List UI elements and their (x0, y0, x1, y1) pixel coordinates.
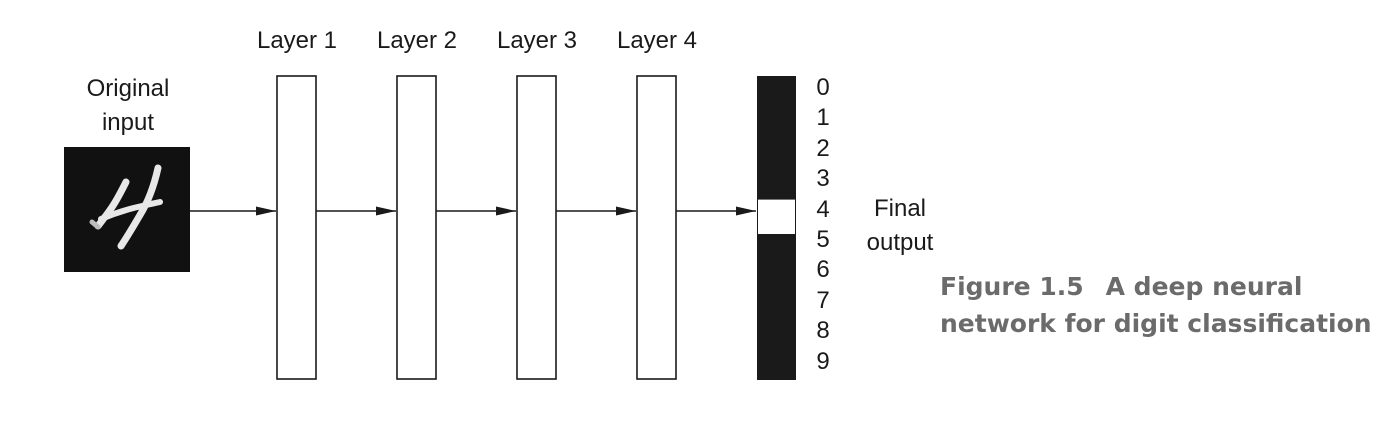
layer-label-1: Layer 1 (256, 27, 338, 54)
layer-label-4: Layer 4 (616, 27, 698, 54)
output-class-9: 9 (816, 347, 830, 375)
output-class-2: 2 (816, 134, 830, 162)
output-class-7: 7 (816, 286, 830, 314)
output-class-8: 8 (816, 317, 830, 345)
original-input-label: Original input (62, 72, 194, 140)
layer-box-3 (516, 75, 557, 380)
original-input-label-line2: input (101, 109, 155, 136)
final-output-label: Final output (855, 192, 945, 260)
figure-number: Figure 1.5 (940, 272, 1084, 301)
caption-title-part1: A deep neural (1105, 272, 1303, 301)
output-class-1: 1 (816, 104, 830, 132)
caption-line2: network for digit classification (940, 309, 1372, 338)
figure-caption: Figure 1.5 A deep neural network for digi… (940, 268, 1380, 342)
final-output-label-line1: Final (873, 195, 927, 222)
output-class-5: 5 (816, 225, 830, 253)
input-image (64, 147, 190, 272)
layer-box-1 (276, 75, 317, 380)
layer-label-3: Layer 3 (496, 27, 578, 54)
layer-box-4 (636, 75, 677, 380)
output-class-6: 6 (816, 256, 830, 284)
handwritten-digit-four (89, 164, 163, 250)
output-class-0: 0 (816, 74, 830, 101)
layer-box-2 (396, 75, 437, 380)
original-input-label-line1: Original (86, 75, 170, 102)
output-class-labels: 0 1 2 3 4 5 6 7 8 9 (808, 73, 838, 377)
output-class-3: 3 (816, 165, 830, 193)
caption-line1: Figure 1.5 A deep neural (940, 268, 1380, 305)
output-bar (757, 76, 796, 380)
layer-label-2: Layer 2 (376, 27, 458, 54)
active-output-cell (758, 199, 795, 234)
final-output-label-line2: output (866, 229, 934, 256)
output-class-4: 4 (816, 195, 830, 223)
